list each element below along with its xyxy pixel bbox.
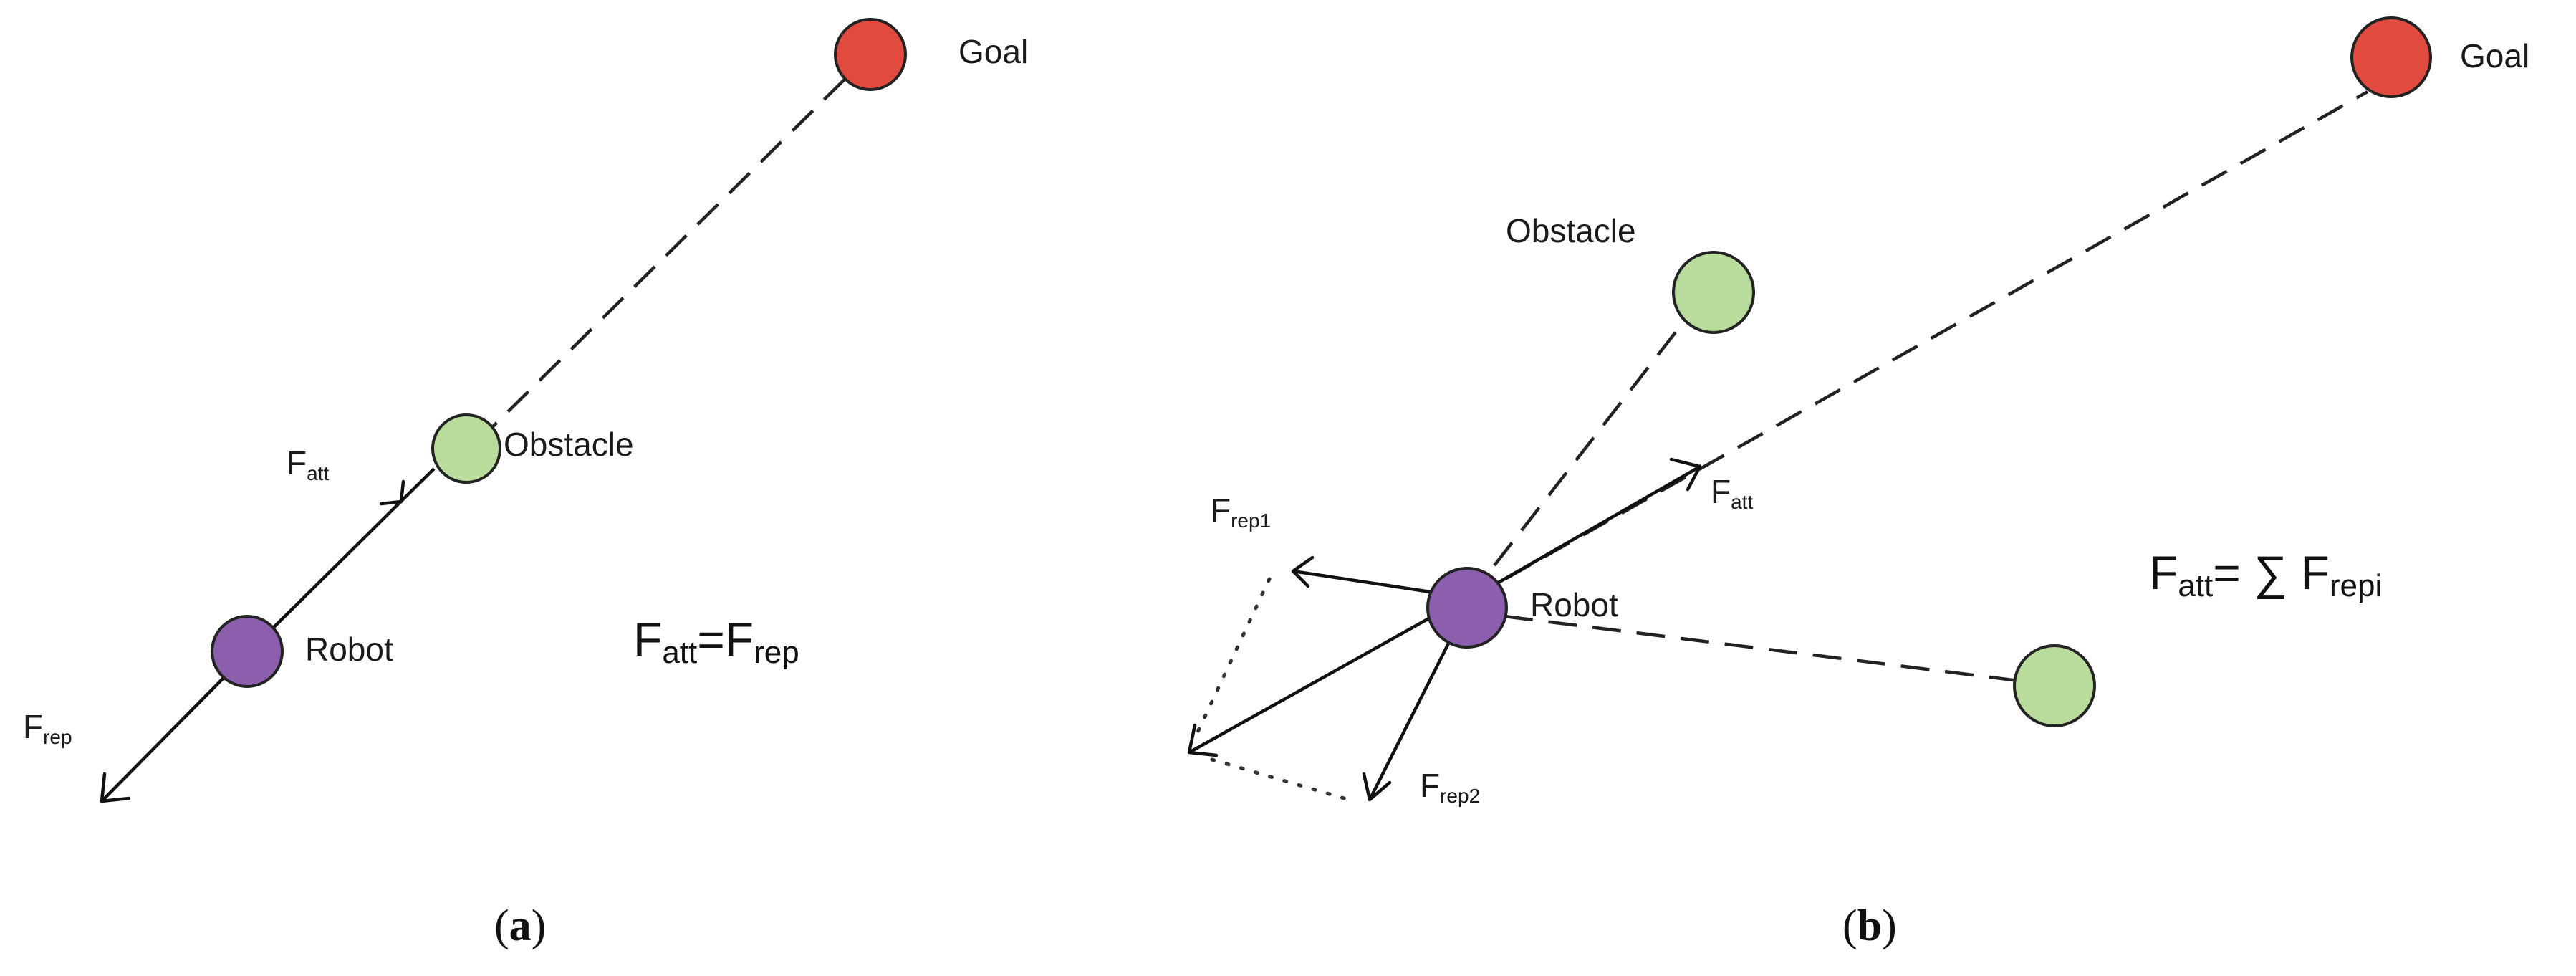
panel-b-repulsive-force-2-line <box>1368 633 1455 801</box>
panel-b-obstacle-1-node <box>1672 251 1755 334</box>
panel-b-caption: (b) <box>1842 901 1897 950</box>
panel-b-dotted-edge-1 <box>1193 577 1272 740</box>
panel-a-goal-label: Goal <box>958 33 1028 70</box>
panel-b-f-rep1-label: Frep1 <box>1211 492 1271 532</box>
panel-b-dashed-path-to-obstacle-1 <box>1466 322 1683 602</box>
panel-b-robot-node <box>1426 567 1508 649</box>
panel-a-caption: (a) <box>494 901 546 950</box>
panel-a-robot-node <box>211 615 284 688</box>
panel-b: Goal Obstacle Robot Fatt Frep1 Frep2 Fat… <box>1187 16 2529 950</box>
panel-a-f-att-label: Fatt <box>287 444 329 484</box>
panel-a: Goal Obstacle Robot Fatt Frep Fatt=Frep … <box>23 18 1028 950</box>
panel-b-attractive-arrowhead <box>1669 457 1702 492</box>
panel-a-repulsive-force-line <box>100 671 231 803</box>
panel-b-dashed-path-to-obstacle-2 <box>1504 614 2019 683</box>
panel-a-attractive-arrowhead <box>379 479 405 506</box>
panel-b-obstacle-label: Obstacle <box>1506 212 1636 249</box>
panel-b-robot-label: Robot <box>1530 586 1618 623</box>
panel-b-resultant-force-line <box>1188 615 1434 754</box>
panel-a-f-rep-label: Frep <box>23 708 72 748</box>
panel-b-repulsive-arrowhead-1 <box>1291 555 1315 588</box>
panel-a-obstacle-node <box>431 413 501 484</box>
panel-a-robot-label: Robot <box>305 631 393 668</box>
panel-b-repulsive-arrowhead-2 <box>1362 772 1392 802</box>
panel-a-repulsive-arrowhead <box>100 772 131 803</box>
panel-b-resultant-arrowhead <box>1187 723 1219 757</box>
panel-a-attractive-force-line <box>246 467 436 655</box>
panel-b-equation: Fatt= ∑ Frepi <box>2149 546 2382 603</box>
panel-b-obstacle-2-node <box>2013 644 2096 727</box>
panel-b-attractive-force-line <box>1466 464 1703 602</box>
panel-b-dashed-path-to-goal <box>1466 90 2369 602</box>
panel-b-dotted-edge-2 <box>1210 757 1356 803</box>
panel-a-dashed-path-to-goal <box>475 64 860 444</box>
panel-b-f-att-label: Fatt <box>1711 473 1753 513</box>
panel-a-equation: Fatt=Frep <box>633 613 799 670</box>
panel-a-goal-node <box>834 18 907 91</box>
panel-a-obstacle-label: Obstacle <box>504 426 634 463</box>
panel-b-goal-node <box>2350 16 2432 98</box>
panel-b-f-rep2-label: Frep2 <box>1420 767 1480 807</box>
panel-b-repulsive-force-1-line <box>1292 569 1441 595</box>
panel-b-goal-label: Goal <box>2460 37 2529 75</box>
